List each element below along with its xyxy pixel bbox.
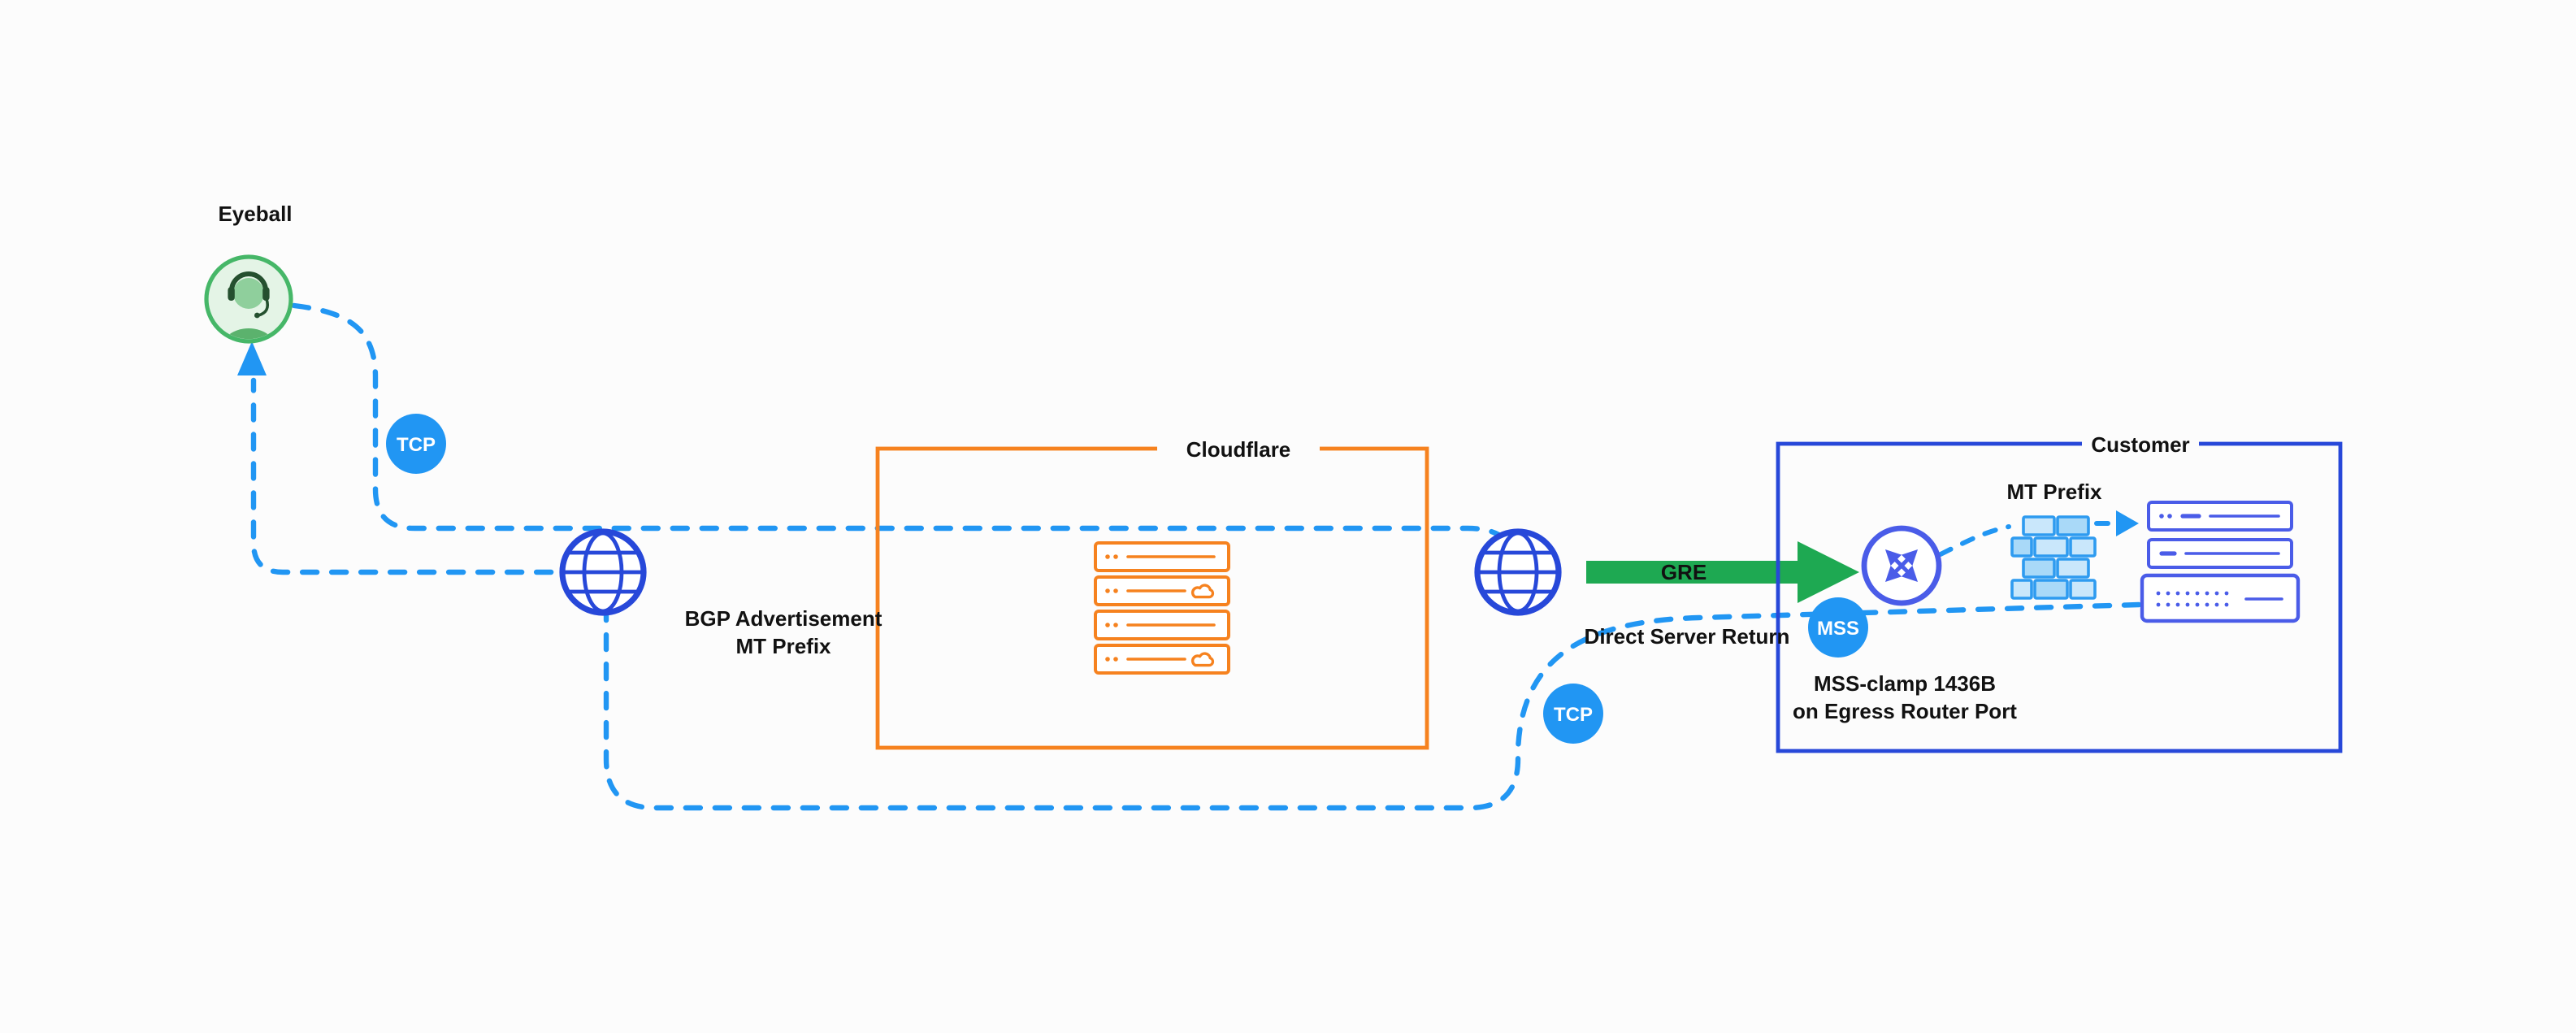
headset-earpad-left-icon [228, 287, 235, 301]
customer-mt-prefix-label: MT Prefix [2006, 480, 2102, 504]
mss-clamp-line1: MSS-clamp 1436B [1814, 671, 1996, 696]
cloudflare-servers-icon [1094, 541, 1230, 675]
tcp-badge-return-label: TCP [1554, 704, 1593, 726]
firewall-icon [2010, 515, 2097, 600]
cloud-glyph-icon [1190, 652, 1215, 667]
headset-band-icon [229, 271, 268, 293]
mss-badge-label: MSS [1817, 618, 1859, 640]
return-traffic-path [250, 377, 2142, 811]
internet-globe-left-icon [562, 532, 644, 613]
eyeball-icon [204, 254, 293, 344]
direct-server-return-label: Direct Server Return [1585, 624, 1790, 649]
gre-arrow-icon [1586, 541, 1859, 603]
customer-box: Customer [1776, 432, 2343, 753]
internet-globe-right-icon [1477, 532, 1559, 613]
tcp-badge-return: TCP [1543, 684, 1603, 744]
tcp-badge-forward: TCP [386, 414, 446, 474]
cloud-glyph-icon [1190, 584, 1215, 599]
ingress-arrow-icon [2116, 510, 2139, 536]
mss-badge: MSS [1808, 597, 1868, 658]
mss-clamp-line2: on Egress Router Port [1793, 699, 2017, 723]
tcp-badge-forward-label: TCP [397, 434, 436, 456]
headset-mic-icon [258, 298, 270, 317]
vent-dots [2156, 591, 2283, 607]
headset-earpad-right-icon [262, 287, 270, 301]
bgp-mt-prefix-label: MT Prefix [735, 634, 831, 658]
eyeball-label: Eyeball [218, 202, 292, 226]
router-icon [1861, 525, 1942, 606]
return-arrow-icon [237, 341, 267, 375]
cloudflare-box: Cloudflare [875, 436, 1429, 750]
headset-mic-tip [254, 312, 260, 319]
bgp-advertisement-label: BGP Advertisement [685, 606, 883, 631]
customer-servers-icon [2140, 501, 2301, 623]
customer-box-label: Customer [2091, 432, 2189, 457]
eyeball-head [233, 278, 264, 309]
forward-traffic-path [291, 302, 1520, 562]
router-to-firewall-path [1938, 524, 2011, 557]
cloudflare-box-label: Cloudflare [1186, 437, 1291, 462]
gre-label: GRE [1661, 560, 1706, 584]
